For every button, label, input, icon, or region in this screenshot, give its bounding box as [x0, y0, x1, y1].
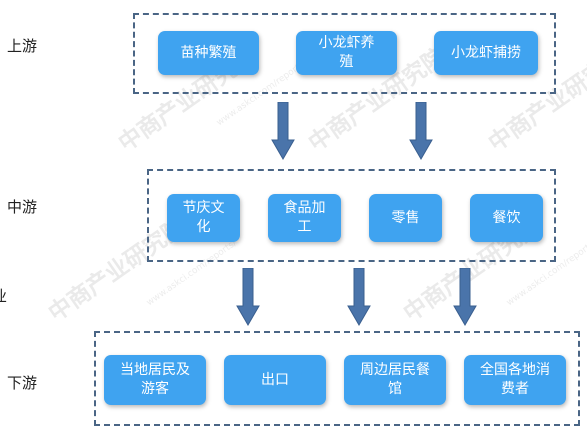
node-crayfish-farming: 小龙虾养殖 — [296, 31, 397, 75]
node-food-processing: 食品加工 — [268, 194, 341, 242]
node-catering: 餐饮 — [470, 194, 543, 242]
arrow-down-icon — [453, 268, 477, 326]
arrow-down-icon — [409, 102, 433, 160]
node-festival-culture: 节庆文化 — [167, 194, 240, 242]
arrow-down-icon — [236, 268, 260, 326]
node-nationwide-consumers: 全国各地消费者 — [464, 355, 566, 405]
node-crayfish-harvesting: 小龙虾捕捞 — [434, 31, 538, 75]
upstream-frame — [133, 13, 556, 94]
stage-label-downstream: 下游 — [7, 374, 38, 392]
node-local-residents-tourists: 当地居民及游客 — [104, 355, 206, 405]
node-export: 出口 — [224, 355, 326, 405]
cropped-edge-label: 业 — [0, 287, 7, 305]
stage-label-upstream: 上游 — [7, 37, 38, 55]
stage-label-midstream: 中游 — [7, 198, 38, 216]
midstream-frame — [147, 169, 556, 262]
node-retail: 零售 — [369, 194, 442, 242]
node-seed-breeding: 苗种繁殖 — [158, 31, 259, 75]
downstream-frame — [94, 331, 580, 426]
arrow-down-icon — [271, 102, 295, 160]
node-nearby-restaurants: 周边居民餐馆 — [344, 355, 446, 405]
arrow-down-icon — [347, 268, 371, 326]
